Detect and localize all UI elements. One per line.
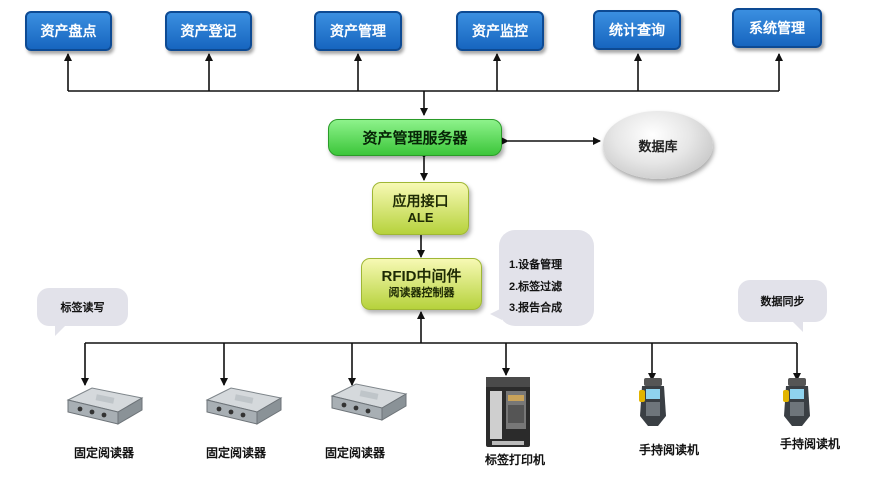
application-interface-box[interactable]: 应用接口 ALE <box>372 182 469 235</box>
device-label-4: 标签打印机 <box>484 453 546 467</box>
tag-readwrite-label: 标签读写 <box>60 302 105 314</box>
device-label-5: 手持阅读机 <box>638 443 700 457</box>
asset-server-box[interactable]: 资产管理服务器 <box>328 119 502 156</box>
module-register-button[interactable]: 资产登记 <box>165 11 252 51</box>
module-manage-button[interactable]: 资产管理 <box>314 11 402 51</box>
device-label-3: 固定阅读器 <box>324 446 386 460</box>
middleware-subtitle: 阅读器控制器 <box>388 287 455 299</box>
module-monitor-button[interactable]: 资产监控 <box>456 11 544 51</box>
label-printer-icon <box>486 377 530 447</box>
module-query-button[interactable]: 统计查询 <box>593 10 681 50</box>
api-subtitle: ALE <box>407 209 434 225</box>
fixed-reader-icon <box>205 387 283 425</box>
fixed-reader-icon <box>66 387 144 425</box>
handheld-reader-icon <box>783 378 810 426</box>
data-sync-bubble: 数据同步 <box>738 280 827 332</box>
middleware-functions-bubble: 1.设备管理 2.标签过滤 3.报告合成 <box>490 230 594 326</box>
function-device-management: 1.设备管理 <box>509 259 563 271</box>
function-tag-filtering: 2.标签过滤 <box>509 281 563 293</box>
data-sync-label: 数据同步 <box>760 296 805 308</box>
device-label-2: 固定阅读器 <box>205 446 267 460</box>
module-system-button[interactable]: 系统管理 <box>732 8 822 48</box>
function-report-synthesis: 3.报告合成 <box>509 302 563 314</box>
middleware-title: RFID中间件 <box>381 268 462 285</box>
database-label: 数据库 <box>638 138 678 154</box>
tag-readwrite-bubble: 标签读写 <box>37 288 128 336</box>
device-label-6: 手持阅读机 <box>779 437 841 451</box>
database-ellipse[interactable]: 数据库 <box>603 111 713 179</box>
rfid-middleware-box[interactable]: RFID中间件 阅读器控制器 <box>361 258 482 310</box>
device-label-1: 固定阅读器 <box>73 446 135 460</box>
fixed-reader-icon <box>330 383 408 421</box>
module-inventory-button[interactable]: 资产盘点 <box>25 11 112 51</box>
handheld-reader-icon <box>639 378 666 426</box>
api-title: 应用接口 <box>392 192 449 209</box>
